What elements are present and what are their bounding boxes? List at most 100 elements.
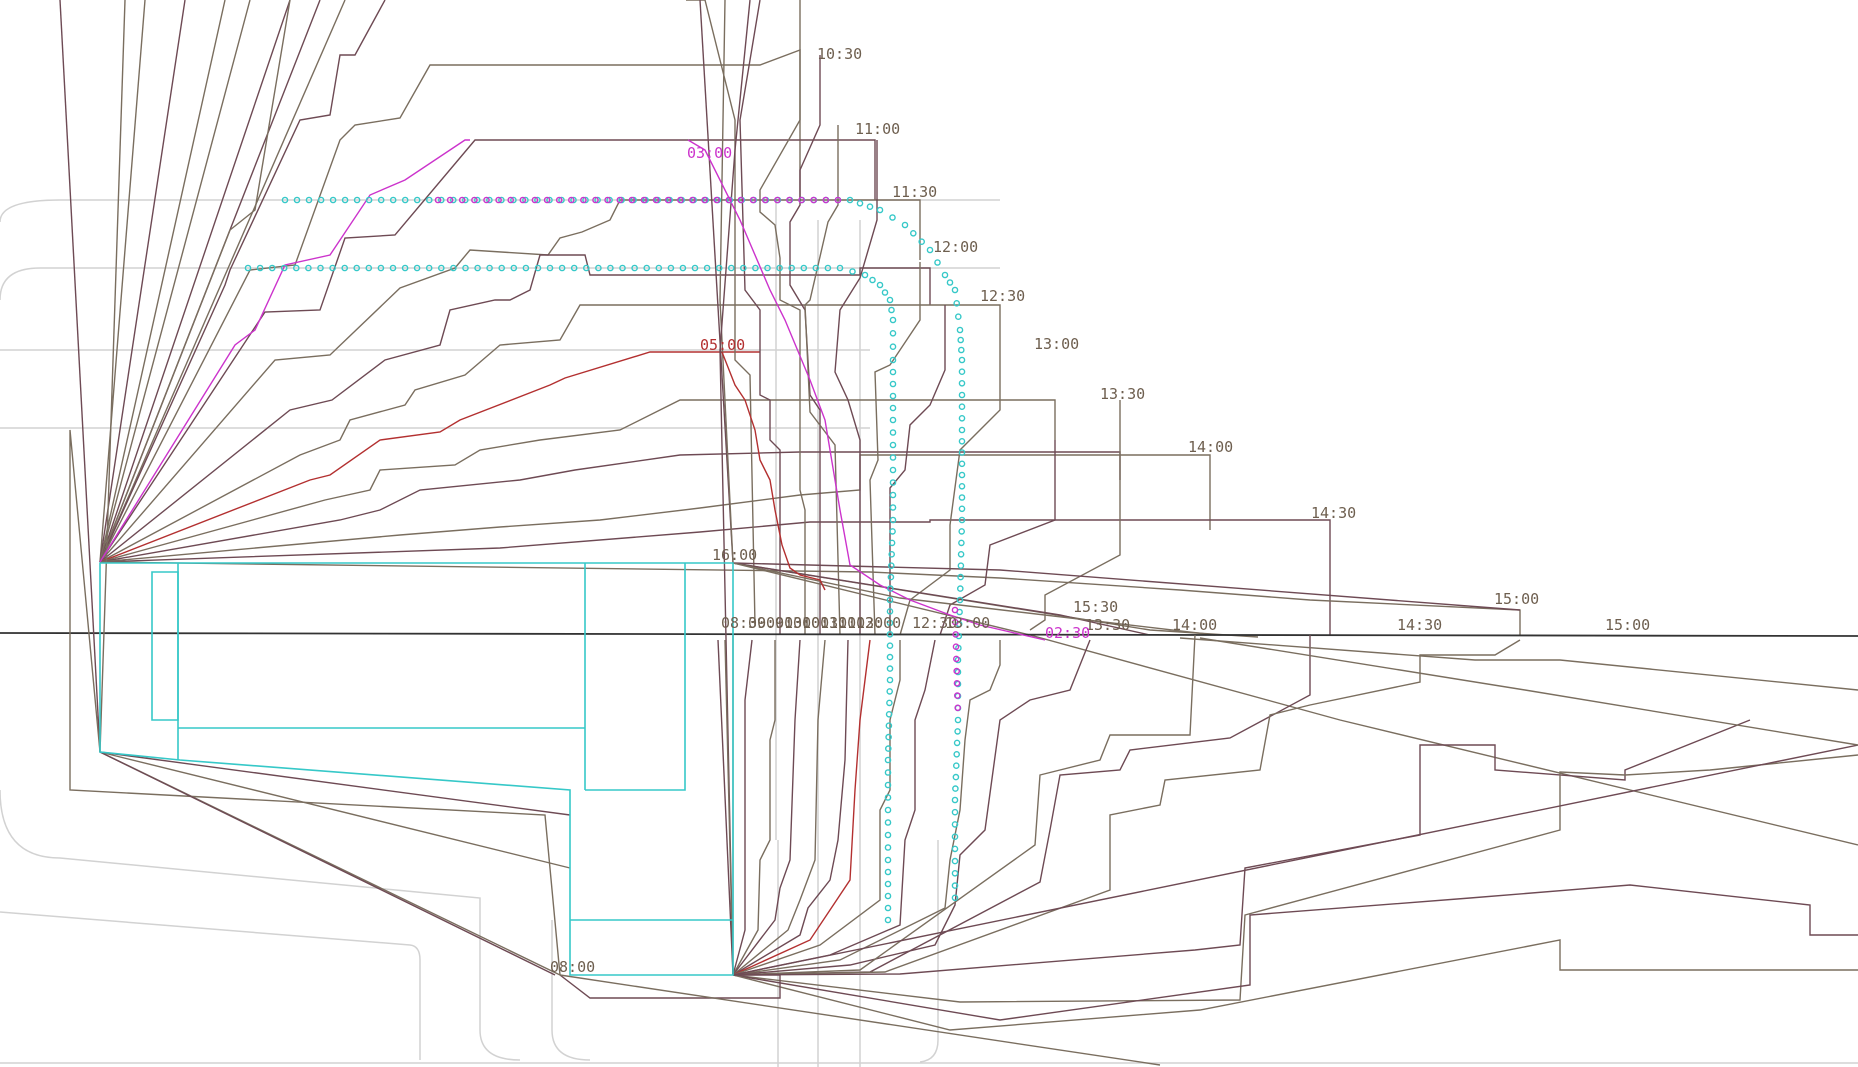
cyan-dot [546,196,553,204]
cyan-dot [643,264,651,272]
shadow-contour [732,744,1858,976]
ground-time-label: 13:00 [945,614,990,632]
cyan-dot [958,346,965,354]
cyan-dot [889,329,897,337]
magenta-dot [616,196,624,204]
cyan-dot [546,264,554,272]
shadow-contour [99,351,760,563]
cyan-dot [888,539,896,547]
cyan-dot [849,268,856,275]
cyan-dot [951,845,959,853]
shadow-contour [732,639,753,976]
cyan-dot [889,466,897,474]
shadow-ray [717,639,734,976]
magenta-dot [774,196,781,204]
cyan-dot [450,264,457,272]
cyan-dot [887,585,894,592]
cyan-dot [941,271,949,279]
shadow-ray [559,974,1161,1066]
cyan-dot [889,491,897,499]
cyan-dot [884,769,892,776]
ground-time-label: 14:00 [1172,616,1217,634]
cyan-dot [836,264,844,272]
cyan-dot [534,264,542,272]
cyan-dot [558,264,566,272]
magenta-dot [954,704,962,712]
site-outline [0,267,1000,301]
cyan-dot [486,264,493,272]
shadow-ray [99,0,126,753]
ground-time-label: 11:30 [838,614,883,632]
cyan-dot [886,608,894,615]
cyan-dot [958,505,966,513]
shadow-ray [699,0,734,564]
cyan-dot [958,437,966,445]
cyan-dot [958,403,966,411]
shadow-contour [732,639,826,976]
shadow-contour [732,639,1521,976]
cyan-dot [926,246,934,254]
time-labels: 10:3011:0011:3012:0012:3013:0013:3014:00… [550,45,1650,976]
cyan-dot [886,699,893,707]
cyan-dot [958,539,965,547]
cyan-dot [953,299,961,307]
cyan-dot [462,264,469,272]
site-outline [0,199,1000,223]
shadow-vertical [1029,400,1121,631]
cyan-dot [510,264,518,272]
cyan-dot [957,573,964,581]
shadow-vertical [939,440,1056,636]
cyan-dot [474,264,481,272]
magenta-dot [786,196,793,204]
shadow-verticals [686,0,1121,636]
cyan-dot [365,196,373,204]
cyan-dot [522,196,529,204]
time-label: 11:00 [855,120,900,138]
cyan-dot [401,264,409,272]
cyan-dot [889,504,897,511]
shadow-ray [719,0,751,976]
shadow-ray [99,0,346,563]
time-label: 13:30 [1100,385,1145,403]
cyan-dot [957,336,965,344]
ground-time-label: 12:30 [912,614,957,632]
cyan-dot [244,264,252,272]
cyan-dot [413,264,421,272]
shadow-contour [732,640,1001,976]
cyan-dot [901,221,909,229]
cyan-dot [776,264,783,272]
cyan-dot [473,196,481,204]
cyan-dot [886,665,894,672]
cyan-dot [595,264,602,272]
magenta-dot [531,196,539,204]
cyan-dot [951,894,959,902]
shadow-contour [732,939,1858,1031]
cyan-dot [889,404,897,412]
cyan-dot [888,306,895,314]
magenta-dot [749,196,757,204]
ground-time-label: 10:00 [784,614,829,632]
cyan-dot [884,880,892,888]
magenta-dot [543,196,551,204]
cyan-dot [889,380,897,388]
cyan-dot [889,516,897,524]
cyan-dot [866,203,874,210]
contour-label: 02:30 [1045,624,1090,642]
magenta-dot [471,196,478,204]
cyan-dot [886,676,894,684]
time-label: 15:00 [1494,590,1539,608]
shadow-diagonal [732,562,1151,636]
magenta-dot [810,196,817,204]
cyan-dot [958,368,966,376]
ground-time-label: 14:30 [1397,616,1442,634]
cyan-dot [582,196,589,204]
ground-time-label: 11:00 [820,614,865,632]
cyan-dot [764,264,771,272]
cyan-dot [522,264,530,272]
magenta-dot [713,196,721,204]
magenta-dot [951,606,959,614]
cyan-dot [958,482,966,490]
magenta-dot [555,196,563,204]
cyan-dot [715,264,723,272]
